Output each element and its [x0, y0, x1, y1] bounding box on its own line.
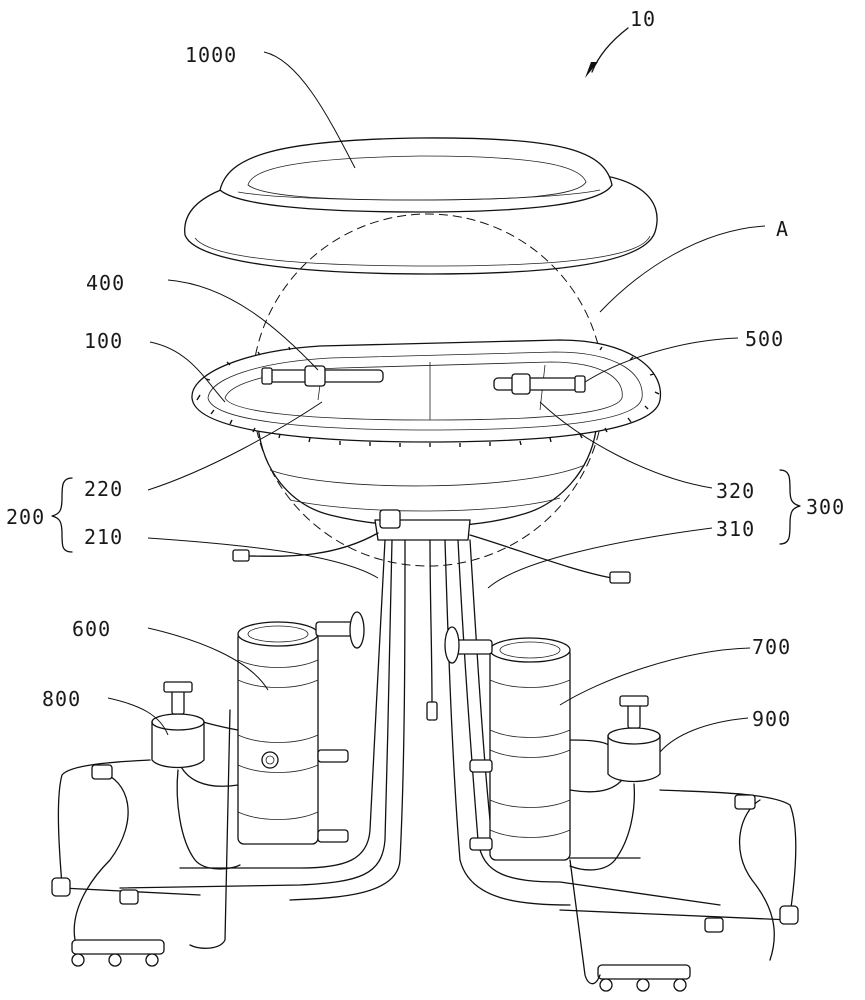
label-700: 700: [752, 635, 791, 659]
leader-220: [147, 401, 323, 491]
lid-1000: [184, 137, 658, 275]
filter-900: [607, 695, 661, 783]
cylinder-600: [177, 611, 365, 845]
bracket-200: [51, 477, 73, 553]
label-500: 500: [745, 327, 784, 351]
label-1000: 1000: [185, 43, 237, 67]
label-200: 200: [6, 505, 45, 529]
leader-800: [107, 697, 169, 736]
leader-500: [584, 337, 739, 383]
leader-310: [487, 527, 713, 589]
leader-600: [147, 627, 269, 691]
side-plug-left: [232, 549, 250, 562]
leader-900: [659, 717, 749, 753]
leader-a: [599, 225, 766, 313]
leader-100: [149, 341, 226, 403]
label-400: 400: [86, 271, 125, 295]
side-line-left: [244, 532, 379, 557]
assembly-arrow: [585, 27, 629, 78]
label-800: 800: [42, 687, 81, 711]
side-plug-right: [609, 571, 631, 584]
leader-700: [559, 647, 751, 706]
side-line-right: [469, 534, 613, 579]
leader-1000: [263, 51, 356, 169]
label-300: 300: [806, 495, 845, 519]
label-320: 320: [716, 479, 755, 503]
label-900: 900: [752, 707, 791, 731]
leader-210: [147, 537, 379, 579]
leader-400: [167, 279, 319, 371]
right-tubing: [559, 783, 799, 992]
filter-800: [151, 681, 205, 769]
fitting-500: [493, 373, 586, 395]
bracket-300: [779, 469, 801, 545]
label-a: A: [776, 217, 789, 241]
label-100: 100: [84, 329, 123, 353]
cylinder-700: [444, 626, 629, 861]
label-600: 600: [72, 617, 111, 641]
label-10: 10: [630, 7, 656, 31]
leader-320: [539, 401, 713, 489]
label-210: 210: [84, 525, 123, 549]
label-220: 220: [84, 477, 123, 501]
left-tubing: [51, 709, 241, 967]
fitting-400: [261, 365, 384, 387]
label-310: 310: [716, 517, 755, 541]
